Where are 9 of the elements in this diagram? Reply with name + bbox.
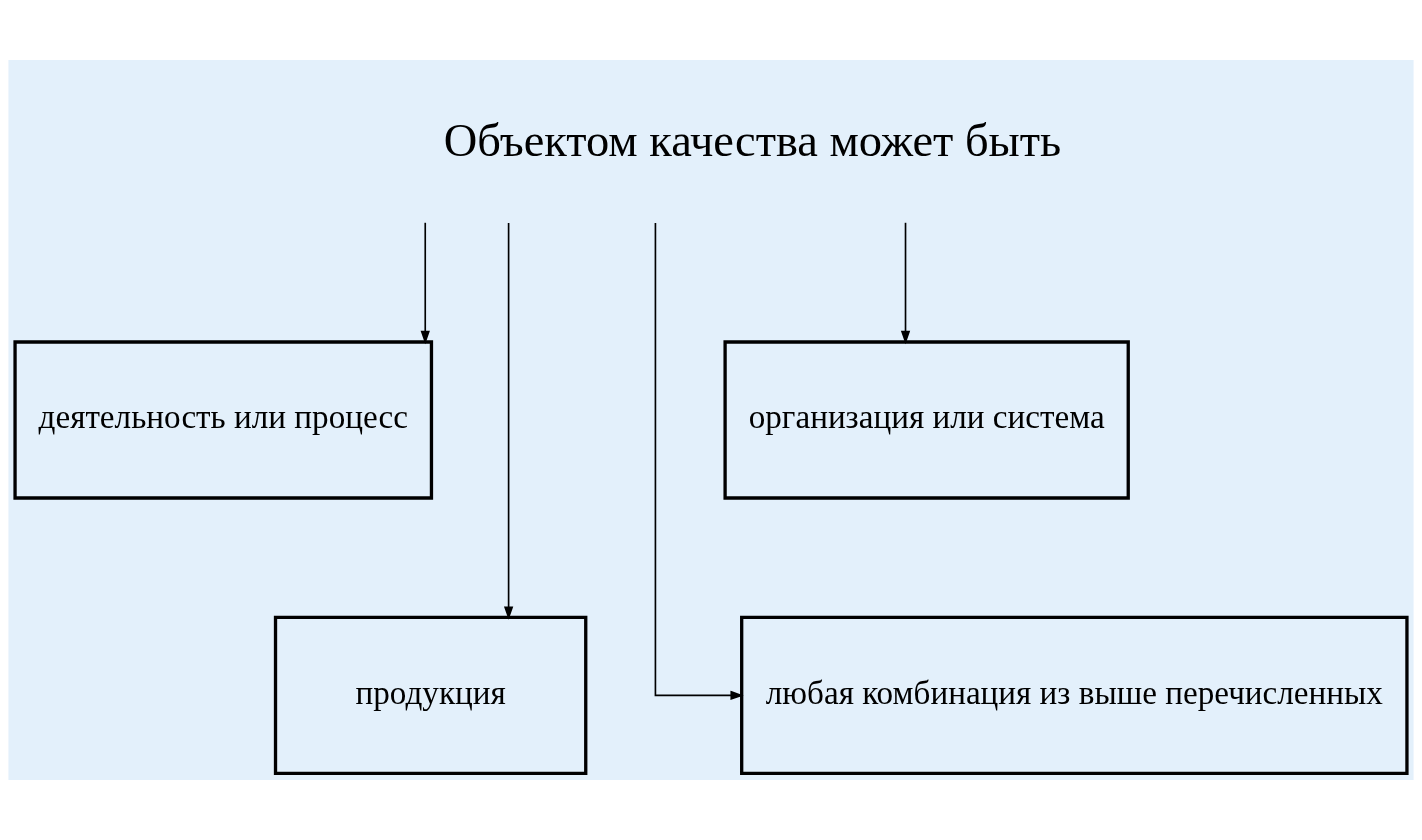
node-box: организация или система xyxy=(723,340,1130,500)
node-box: деятельность или процесс xyxy=(13,340,434,500)
arrow xyxy=(420,221,430,345)
node-box: продукция xyxy=(273,615,588,775)
arrow xyxy=(900,221,911,345)
arrow xyxy=(654,222,744,701)
arrow xyxy=(503,222,514,620)
node-box: любая комбинация из выше перечисленных xyxy=(740,615,1409,775)
node-text: Объектом качества может быть xyxy=(443,115,1062,167)
